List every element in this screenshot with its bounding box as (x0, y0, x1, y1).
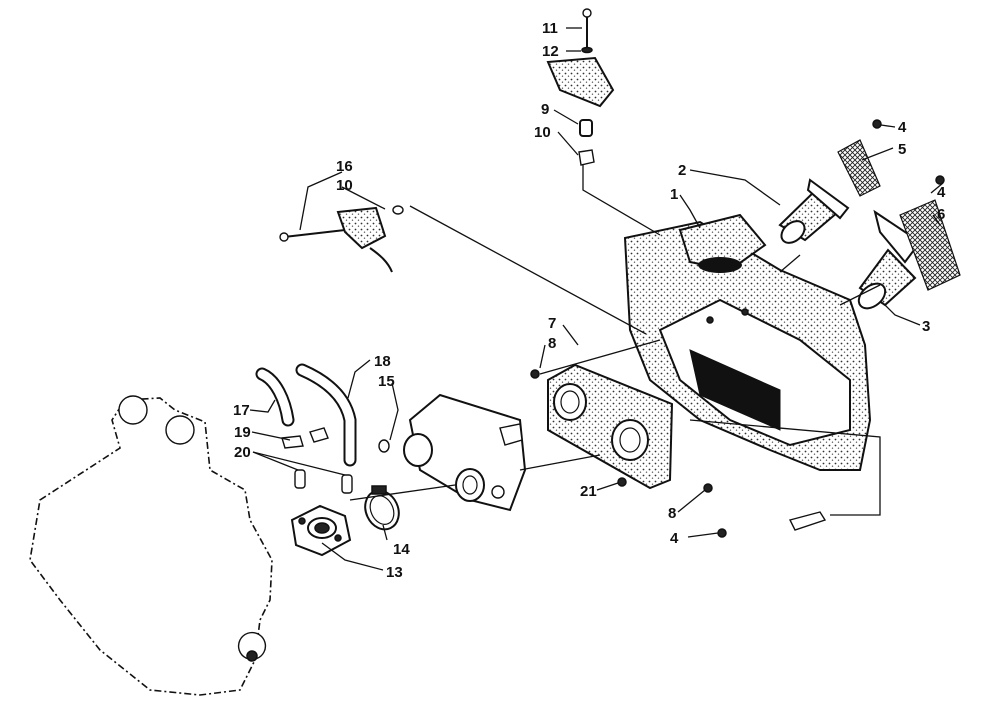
callout-21: 21 (580, 483, 597, 500)
left-bracket (279, 205, 404, 273)
callout-4-lower: 4 (670, 530, 679, 547)
callout-leaders (249, 27, 944, 571)
callout-7: 7 (548, 315, 556, 332)
callout-9: 9 (541, 101, 549, 118)
fittings (281, 427, 390, 494)
callout-20: 20 (234, 444, 251, 461)
intake-funnel-upper (778, 178, 850, 244)
callout-8-lower: 8 (668, 505, 676, 522)
air-silencer-box (623, 213, 872, 471)
screens (837, 139, 961, 291)
callout-5: 5 (898, 141, 906, 158)
intake-boot (547, 363, 674, 490)
callout-10-bracket: 10 (336, 177, 353, 194)
callout-17: 17 (233, 402, 250, 419)
callout-12: 12 (542, 43, 559, 60)
small-bolts (530, 119, 945, 538)
callout-19: 19 (234, 424, 251, 441)
callout-4-upper: 4 (898, 119, 907, 136)
callout-14: 14 (393, 541, 410, 558)
hoses (255, 363, 357, 467)
callout-10: 10 (534, 124, 551, 141)
carburetor-assembly (403, 393, 527, 512)
callout-13: 13 (386, 564, 403, 581)
callout-numbers: 11 12 9 10 16 10 2 1 4 5 4 6 3 7 8 18 15… (233, 20, 946, 581)
engine-block (29, 395, 273, 696)
callout-4-middle: 4 (937, 184, 946, 201)
top-bracket-hardware (546, 8, 615, 166)
callout-18: 18 (374, 353, 391, 370)
callout-2: 2 (678, 162, 686, 179)
assembly-lines (349, 165, 881, 516)
callout-6: 6 (937, 206, 945, 223)
callout-8-upper: 8 (548, 335, 556, 352)
callout-16: 16 (336, 158, 353, 175)
callout-11: 11 (542, 20, 558, 37)
intake-adapter-flange (290, 504, 352, 557)
hose-clamp (364, 485, 400, 531)
callout-3: 3 (922, 318, 930, 335)
callout-15: 15 (378, 373, 395, 390)
callout-1: 1 (670, 186, 678, 203)
intake-funnel-lower (857, 209, 922, 310)
